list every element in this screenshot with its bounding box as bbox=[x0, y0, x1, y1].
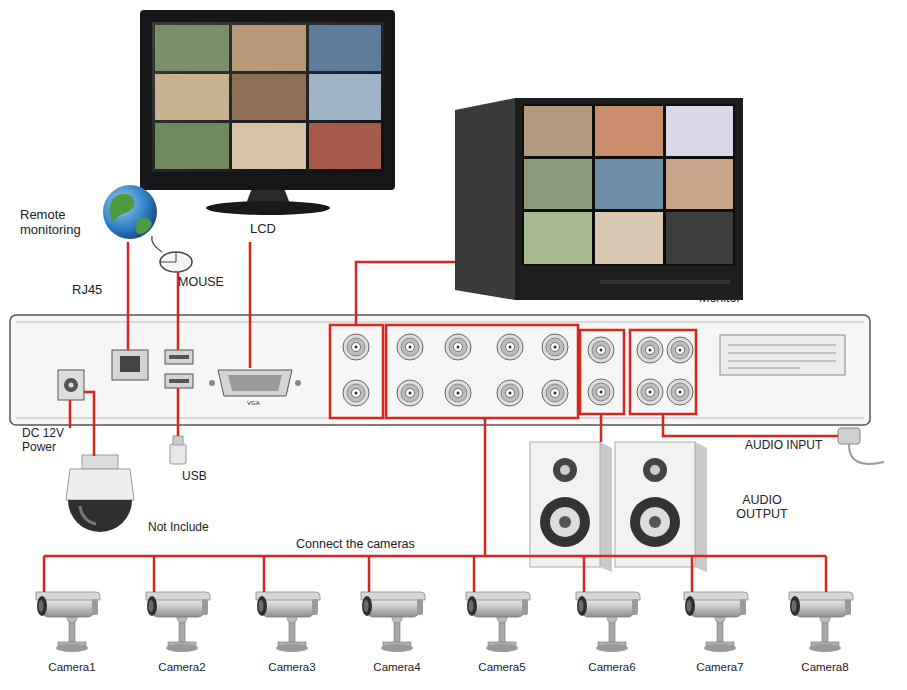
device-label: MOUSE bbox=[178, 275, 238, 289]
audio-input-mic: AUDIO INPUT bbox=[740, 425, 875, 461]
camera-device: Camera1 bbox=[27, 585, 117, 680]
bus-label: Connect the cameras bbox=[296, 537, 456, 551]
dvr-back-panel bbox=[10, 315, 870, 425]
camera-icons bbox=[36, 592, 853, 652]
device-label: Camera1 bbox=[27, 661, 117, 674]
microphone bbox=[838, 428, 884, 464]
camera-device: Camera2 bbox=[137, 585, 227, 680]
mouse-device: MOUSE bbox=[150, 248, 245, 292]
camera-device: Camera3 bbox=[247, 585, 337, 680]
device-label: Camera4 bbox=[352, 661, 442, 674]
device-label: AUDIO INPUT bbox=[745, 439, 840, 453]
device-label: Camera3 bbox=[247, 661, 337, 674]
speed-dome-camera: Not Include bbox=[38, 452, 238, 548]
power-label: DC 12V Power bbox=[22, 427, 78, 455]
remote-monitoring-globe: Remote monitoring bbox=[18, 185, 163, 245]
camera-device: Camera8 bbox=[780, 585, 870, 680]
crt-monitor: Monitor bbox=[455, 95, 745, 310]
lcd-monitor bbox=[140, 10, 395, 215]
usb-stick bbox=[170, 436, 186, 464]
device-label: Camera5 bbox=[457, 661, 547, 674]
port-name: VGA bbox=[247, 400, 271, 407]
device-label: LCD bbox=[250, 222, 290, 237]
device-label: Monitor bbox=[699, 291, 759, 305]
device-label: Not Include bbox=[148, 521, 233, 535]
device-label: Camera2 bbox=[137, 661, 227, 674]
speakers bbox=[530, 442, 707, 572]
audio-output-speakers: AUDIO OUTPUT bbox=[525, 438, 797, 574]
device-label: Camera8 bbox=[780, 661, 870, 674]
speed-dome-camera bbox=[66, 455, 134, 532]
camera-device: Camera7 bbox=[675, 585, 765, 680]
lcd-monitor: LCD bbox=[140, 10, 395, 242]
red-wires bbox=[44, 242, 838, 592]
port-name: RJ45 bbox=[72, 283, 122, 298]
device-label: AUDIO OUTPUT bbox=[730, 493, 794, 522]
mouse-icon bbox=[152, 236, 192, 272]
camera-device: Camera4 bbox=[352, 585, 442, 680]
device-label: Remote monitoring bbox=[20, 208, 110, 238]
device-label: Camera6 bbox=[567, 661, 657, 674]
globe-icon bbox=[103, 185, 157, 239]
device-label: Camera7 bbox=[675, 661, 765, 674]
port-name: USB bbox=[182, 470, 222, 484]
camera-device: Camera6 bbox=[567, 585, 657, 680]
camera-device: Camera5 bbox=[457, 585, 547, 680]
crt-monitor bbox=[455, 98, 743, 300]
